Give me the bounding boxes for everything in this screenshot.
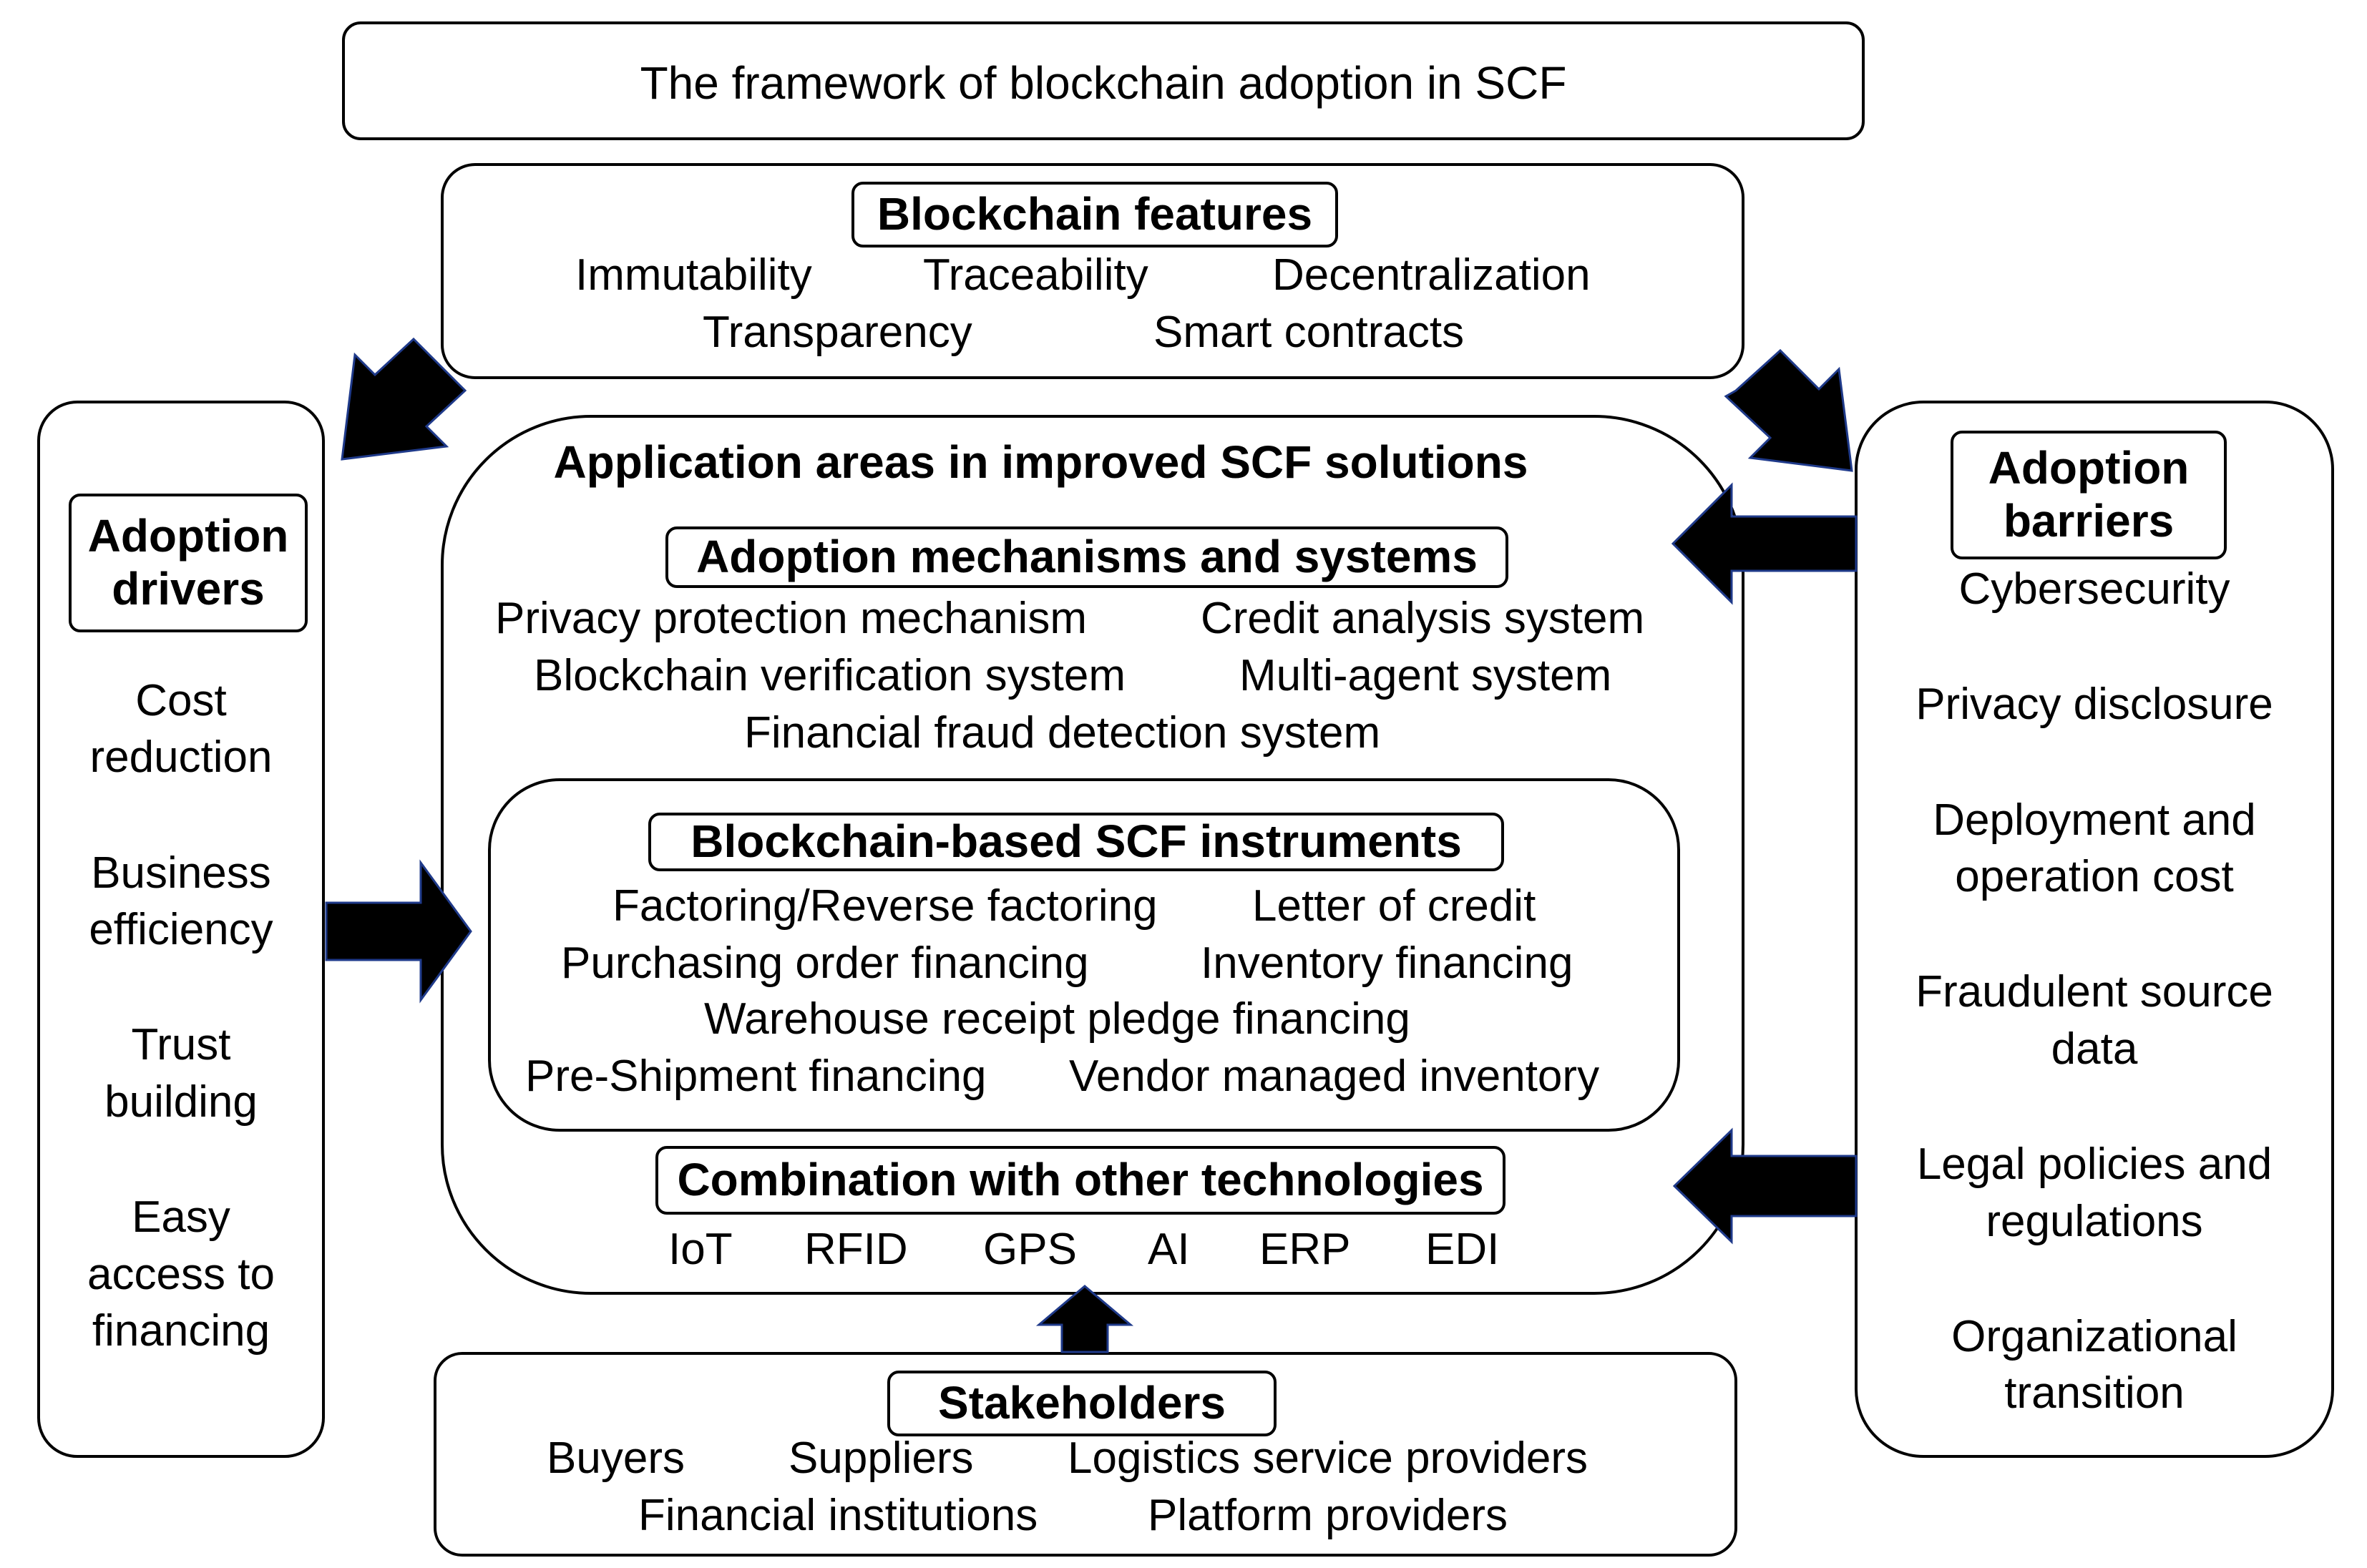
instrument-inventory-financing: Inventory financing [1201,939,1573,988]
tech-erp: ERP [1259,1225,1351,1274]
barrier-organizational-transition: Organizational transition [1951,1308,2237,1422]
adoption-drivers-box: Adoption drivers Cost reduction Business… [37,401,325,1458]
feature-smart-contracts: Smart contracts [1153,308,1465,357]
instruments-box: Blockchain-based SCF instruments Factori… [488,778,1680,1132]
tech-rfid: RFID [804,1225,908,1274]
stakeholder-buyers: Buyers [547,1434,685,1483]
arrow-drivers-to-application [325,859,472,1004]
driver-line: Cost [135,676,227,725]
adoption-barriers-heading: Adoption barriers [1951,431,2227,559]
barrier-privacy-disclosure: Privacy disclosure [1915,676,2273,732]
mechanism-fraud-detection: Financial fraud detection system [744,708,1381,758]
barrier-line: data [2051,1024,2138,1074]
blockchain-features-heading: Blockchain features [851,182,1338,248]
driver-line: Easy [132,1192,230,1243]
adoption-drivers-heading-line: Adoption [87,510,289,562]
feature-transparency: Transparency [703,308,972,357]
barrier-line: Fraudulent source [1915,967,2273,1017]
driver-line: building [104,1077,258,1127]
instrument-warehouse-receipt: Warehouse receipt pledge financing [704,994,1410,1044]
barrier-line: Privacy disclosure [1915,680,2273,730]
feature-decentralization: Decentralization [1272,250,1591,300]
blockchain-features-box: Blockchain features Immutability Traceab… [441,163,1744,379]
driver-business-efficiency: Business efficiency [89,845,273,959]
arrow-group [325,337,1858,1353]
arrow-barriers-to-application-upper [1671,482,1858,605]
barrier-deployment-cost: Deployment and operation cost [1933,792,2256,906]
stakeholder-financial-institutions: Financial institutions [638,1491,1038,1540]
feature-traceability: Traceability [923,250,1148,300]
stakeholder-logistics: Logistics service providers [1068,1434,1588,1483]
application-areas-heading: Application areas in improved SCF soluti… [553,436,1528,488]
driver-line: efficiency [89,905,273,955]
tech-edi: EDI [1425,1225,1500,1274]
instrument-vendor-managed-inventory: Vendor managed inventory [1069,1052,1600,1101]
driver-line: reduction [89,732,273,783]
technologies-heading: Combination with other technologies [655,1146,1505,1215]
arrow-stakeholders-to-application [1035,1285,1134,1353]
framework-title: The framework of blockchain adoption in … [640,57,1567,109]
stakeholders-box: Stakeholders Buyers Suppliers Logistics … [434,1352,1737,1557]
adoption-barriers-heading-line: Adoption [1988,442,2190,494]
arrow-features-to-barriers [1724,348,1853,472]
driver-trust-building: Trust building [104,1016,258,1130]
mechanism-multi-agent: Multi-agent system [1239,651,1612,700]
stakeholder-suppliers: Suppliers [789,1434,974,1483]
adoption-drivers-heading-line: drivers [112,563,265,614]
driver-line: access to [87,1249,275,1299]
mechanism-blockchain-verification: Blockchain verification system [534,651,1126,700]
instrument-factoring: Factoring/Reverse factoring [613,881,1158,931]
barrier-fraudulent-source-data: Fraudulent source data [1915,964,2273,1077]
driver-line: Business [91,848,271,898]
title-box: The framework of blockchain adoption in … [342,21,1865,140]
barriers-list: Cybersecurity Privacy disclosure Deploym… [1858,561,2331,1422]
barrier-line: transition [2004,1368,2185,1418]
stakeholder-platform-providers: Platform providers [1148,1491,1508,1540]
adoption-drivers-heading: Adoption drivers [69,494,308,632]
feature-immutability: Immutability [575,250,812,300]
stakeholders-heading: Stakeholders [887,1371,1277,1436]
tech-iot: IoT [668,1225,733,1274]
driver-line: Trust [131,1020,231,1070]
application-areas-box: Application areas in improved SCF soluti… [441,415,1744,1295]
driver-line: financing [92,1305,270,1356]
barrier-line: regulations [1986,1196,2203,1246]
mechanism-privacy-protection: Privacy protection mechanism [495,594,1087,643]
instrument-letter-of-credit: Letter of credit [1252,881,1536,931]
instrument-pre-shipment: Pre-Shipment financing [525,1052,987,1101]
adoption-barriers-heading-line: barriers [2003,495,2175,547]
barrier-line: Cybersecurity [1958,564,2230,614]
instrument-purchasing-order: Purchasing order financing [561,939,1089,988]
arrow-features-to-drivers [341,337,467,461]
mechanisms-heading: Adoption mechanisms and systems [665,526,1508,588]
tech-ai: AI [1148,1225,1190,1274]
adoption-barriers-box: Adoption barriers Cybersecurity Privacy … [1855,401,2334,1458]
mechanism-credit-analysis: Credit analysis system [1201,594,1645,643]
barrier-cybersecurity: Cybersecurity [1959,561,2230,617]
instruments-heading: Blockchain-based SCF instruments [648,813,1504,871]
driver-easy-access-to-financing: Easy access to financing [87,1189,275,1359]
arrow-barriers-to-application-lower [1672,1127,1858,1245]
barrier-line: Organizational [1951,1311,2237,1361]
barrier-line: operation cost [1955,852,2234,902]
barrier-line: Legal policies and [1916,1140,2273,1190]
barrier-line: Deployment and [1933,795,2256,845]
tech-gps: GPS [983,1225,1077,1274]
drivers-list: Cost reduction Business efficiency Trust… [40,672,322,1359]
barrier-legal-policies: Legal policies and regulations [1917,1136,2272,1250]
driver-cost-reduction: Cost reduction [89,672,272,786]
